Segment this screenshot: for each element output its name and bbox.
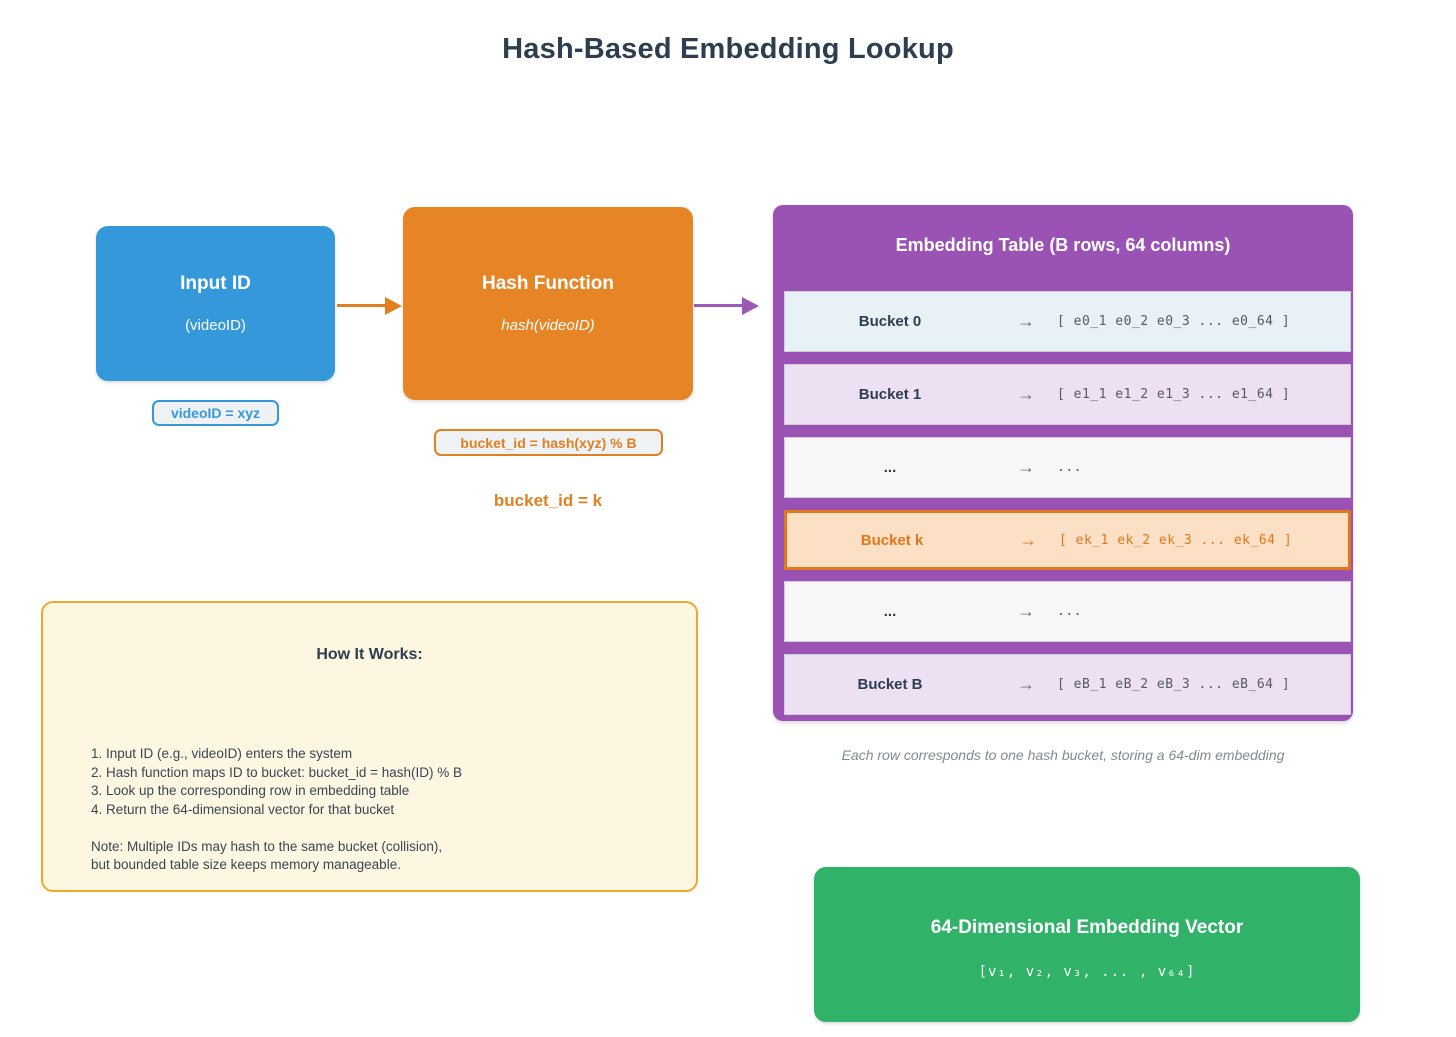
hash-function-box[interactable]: Hash Function hash(videoID) (403, 207, 693, 400)
arrow-hash-to-table (694, 304, 744, 307)
bucket-vector: [ e1_1 e1_2 e1_3 ... e1_64 ] (1057, 387, 1291, 402)
input-id-subtitle: (videoID) (185, 317, 246, 335)
bucket-vector: ... (1057, 460, 1082, 475)
bucket-vector: [ eB_1 eB_2 eB_3 ... eB_64 ] (1057, 677, 1291, 692)
bucket-label: Bucket B (857, 676, 923, 693)
bucket-id-result-label: bucket_id = k (493, 491, 603, 510)
row-arrow-icon: → (1017, 601, 1035, 621)
hash-function-subtitle: hash(videoID) (501, 317, 595, 335)
embedding-table-rows: Bucket 0→[ e0_1 e0_2 e0_3 ... e0_64 ]Buc… (784, 291, 1351, 727)
page-title: Hash-Based Embedding Lookup (502, 33, 954, 65)
row-arrow-icon: → (1019, 529, 1037, 550)
output-title: 64-Dimensional Embedding Vector (930, 917, 1244, 938)
input-id-box[interactable]: Input ID (videoID) (96, 226, 335, 381)
bucket-vector: [ e0_1 e0_2 e0_3 ... e0_64 ] (1057, 314, 1291, 329)
videoid-badge: videoID = xyz (152, 400, 279, 426)
embedding-table: Embedding Table (B rows, 64 columns) Buc… (773, 205, 1353, 721)
table-row[interactable]: Bucket 0 → [ e0_1 e0_2 e0_3 ... e0_64 ] (784, 291, 1351, 352)
table-row[interactable]: Bucket k → [ ek_1 ek_2 ek_3 ... ek_64 ] (784, 510, 1351, 570)
row-arrow-icon: → (1017, 384, 1035, 404)
table-row[interactable]: Bucket B → [ eB_1 eB_2 eB_3 ... eB_64 ] (784, 654, 1351, 715)
table-row[interactable]: Bucket 1 → [ e1_1 e1_2 e1_3 ... e1_64 ] (784, 364, 1351, 425)
bucket-label: ... (883, 603, 897, 620)
bucket-id-formula-badge: bucket_id = hash(xyz) % B (434, 429, 663, 456)
bucket-label: ... (883, 459, 897, 476)
bucket-label: Bucket 0 (858, 313, 922, 330)
output-vector-value: [v₁, v₂, v₃, ... , v₆₄] (978, 964, 1196, 980)
bucket-label: Bucket k (860, 531, 924, 549)
how-it-works-box: How It Works: 1. Input ID (e.g., videoID… (41, 601, 698, 892)
bucket-vector: [ ek_1 ek_2 ek_3 ... ek_64 ] (1059, 532, 1293, 548)
row-arrow-icon: → (1017, 311, 1035, 331)
bucket-vector: ... (1057, 604, 1082, 619)
bucket-label: Bucket 1 (858, 386, 922, 403)
arrow-input-to-hash (337, 304, 387, 307)
arrow-input-to-hash-head-icon (385, 297, 402, 315)
table-row[interactable]: ... →... (784, 581, 1351, 642)
embedding-table-header: Embedding Table (B rows, 64 columns) (895, 235, 1231, 255)
table-row[interactable]: ... →... (784, 437, 1351, 498)
output-embedding-vector-box[interactable]: 64-Dimensional Embedding Vector [v₁, v₂,… (814, 867, 1360, 1022)
how-it-works-body: 1. Input ID (e.g., videoID) enters the s… (91, 746, 463, 872)
hash-function-title: Hash Function (482, 272, 614, 294)
input-id-title: Input ID (180, 272, 251, 294)
arrow-hash-to-table-head-icon (742, 297, 759, 315)
how-it-works-title: How It Works: (316, 646, 423, 663)
row-arrow-icon: → (1017, 457, 1035, 477)
row-arrow-icon: → (1017, 674, 1035, 694)
embedding-table-caption: Each row corresponds to one hash bucket,… (841, 747, 1285, 763)
